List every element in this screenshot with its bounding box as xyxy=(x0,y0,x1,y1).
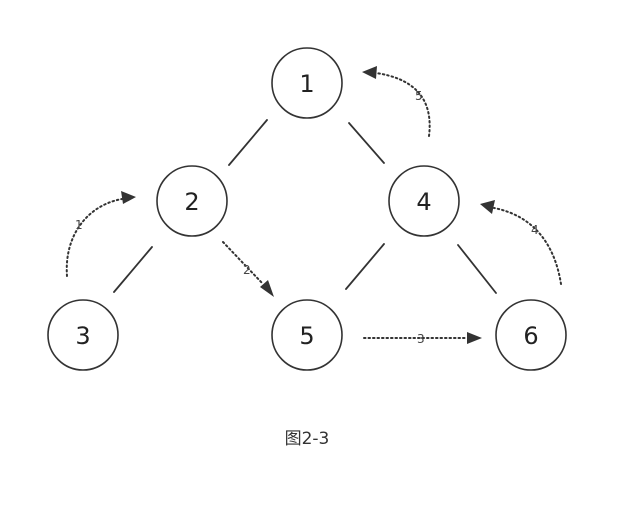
edge-1-2 xyxy=(228,119,268,166)
node-label-4: 4 xyxy=(416,188,431,216)
node-1: 1 xyxy=(271,47,343,119)
edge-1-4 xyxy=(348,122,385,164)
node-label-3: 3 xyxy=(75,322,90,350)
traversal-steps: 1 2 3 4 5 xyxy=(65,66,562,346)
node-2: 2 xyxy=(156,165,228,237)
edge-4-6 xyxy=(457,244,497,294)
step-label-2: 2 xyxy=(243,263,251,277)
tree-nodes: 1 2 3 4 5 6 xyxy=(47,47,567,371)
step-2-arrow: 2 xyxy=(222,241,274,297)
node-5: 5 xyxy=(271,299,343,371)
step-label-3: 3 xyxy=(417,332,425,346)
node-label-1: 1 xyxy=(299,70,314,98)
node-4: 4 xyxy=(388,165,460,237)
step-5-arrow: 5 xyxy=(362,66,431,137)
edge-4-5 xyxy=(345,243,385,290)
step-label-1: 1 xyxy=(75,218,83,232)
tree-edges xyxy=(113,119,497,294)
node-label-6: 6 xyxy=(523,322,538,350)
node-label-5: 5 xyxy=(299,322,314,350)
step-label-5: 5 xyxy=(415,89,423,103)
node-label-2: 2 xyxy=(184,188,199,216)
step-1-arrow: 1 xyxy=(65,191,136,277)
figure-caption: 图2-3 xyxy=(284,429,330,449)
node-6: 6 xyxy=(495,299,567,371)
step-4-arrow: 4 xyxy=(480,200,562,285)
step-3-arrow: 3 xyxy=(363,332,482,346)
edge-2-3 xyxy=(113,246,153,293)
step-label-4: 4 xyxy=(531,223,539,237)
node-3: 3 xyxy=(47,299,119,371)
